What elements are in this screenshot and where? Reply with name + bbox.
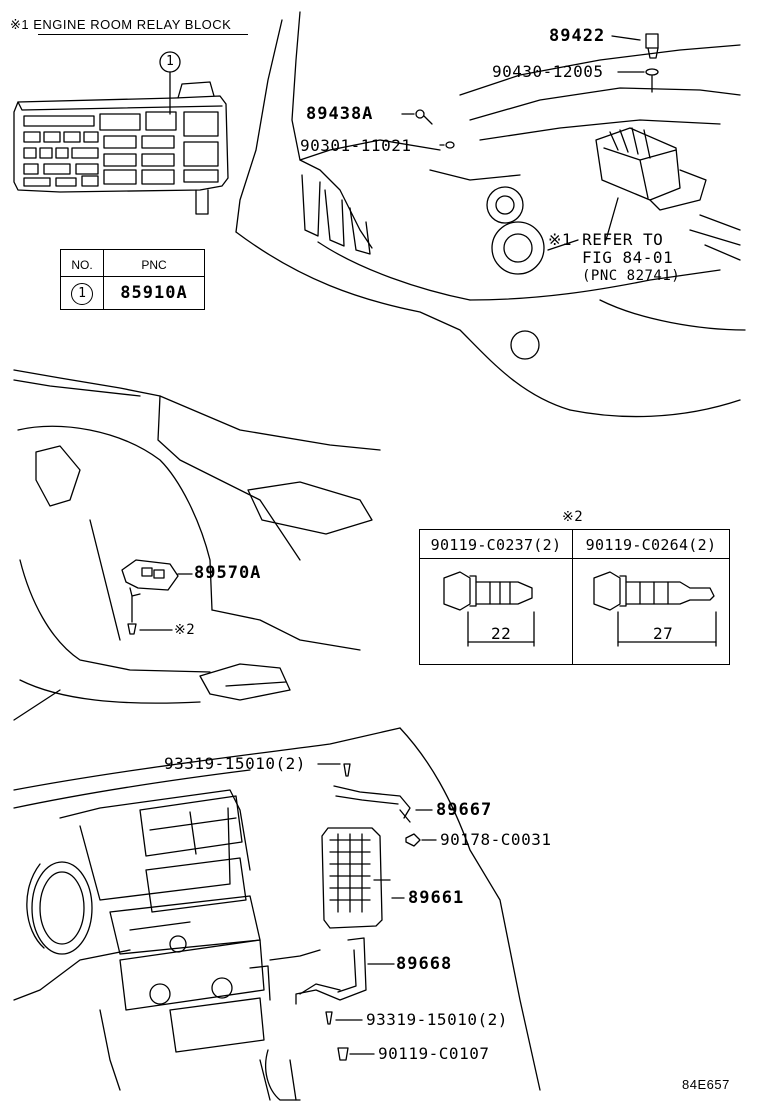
pnc-table-header-no: NO. — [60, 249, 104, 277]
label-89570A: 89570A — [194, 563, 262, 583]
label-89668: 89668 — [396, 954, 453, 974]
relay-block-title-underline — [38, 34, 248, 35]
label-89661: 89661 — [408, 888, 465, 908]
refer-note-line-3: (PNC 82741) — [582, 268, 681, 284]
pnc-table: NO. PNC 1 85910A — [60, 249, 205, 310]
pnc-row-circle: 1 — [71, 282, 93, 305]
bolt-col-2-drawing-cell — [572, 558, 730, 665]
relay-block-drawing — [13, 51, 229, 215]
bolt-table: 90119-C0237(2) 90119-C0264(2) — [419, 529, 730, 665]
relay-block-title: ※1 ENGINE ROOM RELAY BLOCK — [10, 17, 232, 32]
bolt-table-note: ※2 — [562, 509, 584, 525]
refer-note-line-1: ※1 REFER TO — [548, 230, 664, 249]
label-93319-15010-top: 93319-15010(2) — [164, 754, 306, 773]
bolt-col-1-header: 90119-C0237(2) — [419, 529, 573, 559]
bolt-col-2-header: 90119-C0264(2) — [572, 529, 730, 559]
bolt-col-1-drawing-cell — [419, 558, 573, 665]
label-89438A: 89438A — [306, 104, 374, 124]
engine-room-drawing — [235, 11, 746, 418]
label-89667: 89667 — [436, 800, 493, 820]
pnc-table-header-pnc: PNC — [103, 249, 205, 277]
label-90119-C0107: 90119-C0107 — [378, 1044, 490, 1063]
bolt-1-length: 22 — [491, 624, 512, 643]
figure-code: 84E657 — [682, 1077, 730, 1092]
refer-note-line-2: FIG 84-01 — [582, 248, 674, 267]
label-90178-C0031: 90178-C0031 — [440, 830, 552, 849]
label-89422: 89422 — [549, 26, 606, 46]
pnc-table-row-no: 1 — [60, 276, 104, 310]
bolt-2-length: 27 — [653, 624, 674, 643]
dashboard-drawing — [13, 727, 541, 1101]
label-90301-11021: 90301-11021 — [300, 136, 412, 155]
label-93319-15010-bottom: 93319-15010(2) — [366, 1010, 508, 1029]
relay-block-callout-number: 1 — [166, 54, 175, 69]
pnc-table-row-pnc: 85910A — [103, 276, 205, 310]
label-note-2-screw: ※2 — [174, 622, 196, 638]
label-90430-12005: 90430-12005 — [492, 62, 604, 81]
front-corner-drawing — [13, 369, 381, 721]
